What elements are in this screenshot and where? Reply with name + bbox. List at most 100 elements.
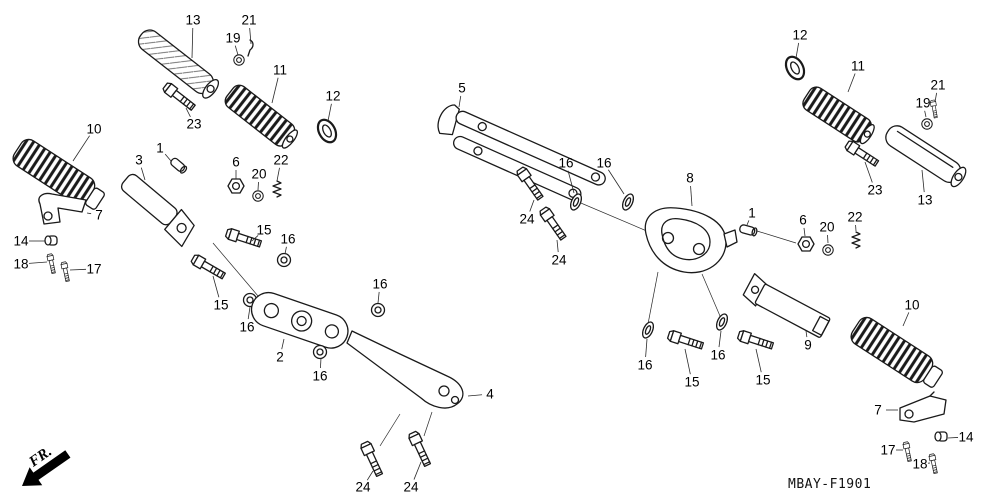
leader-line-15: [684, 348, 691, 375]
part-16-washer-mid-c: [639, 319, 657, 341]
part-18-screw-left: [46, 253, 57, 275]
leader-line-18: [28, 261, 48, 264]
leader-line-24: [529, 199, 535, 212]
part-16-washer-mid-b: [619, 191, 637, 213]
part-2-pivot-plate: [250, 291, 349, 349]
callout-20: 20: [819, 220, 834, 235]
leader-line-8: [690, 185, 693, 207]
part-13-footpeg-bar-right: [885, 125, 967, 188]
part-16-washer-left-a: [276, 252, 292, 268]
leader-line-16: [320, 357, 322, 369]
part-10-footrest-left: [12, 138, 105, 210]
part-1-pin-left: [168, 156, 189, 175]
part-11-rubber-peg-left: [224, 84, 299, 149]
leader-line-20: [257, 181, 259, 191]
callout-6: 6: [799, 213, 807, 228]
leader-line-15: [212, 275, 220, 298]
callout-16: 16: [280, 232, 295, 247]
leader-line-14: [947, 437, 959, 439]
leader-line-16: [247, 306, 251, 320]
leader-line-15: [755, 348, 762, 373]
part-9-peg-bar: [742, 273, 831, 338]
part-16-washer-left-c: [312, 344, 328, 360]
leader-line-15: [251, 235, 259, 242]
leader-line-9: [805, 330, 808, 338]
callout-17: 17: [880, 443, 895, 458]
part-11-rubber-peg-right: [802, 86, 875, 145]
callout-7: 7: [95, 208, 103, 223]
callout-22: 22: [273, 153, 288, 168]
leader-line-7: [86, 212, 92, 215]
callout-14: 14: [958, 430, 974, 445]
part-12-ring-left: [316, 118, 338, 144]
callout-15: 15: [755, 373, 770, 388]
callout-17: 17: [86, 262, 101, 277]
part-1-pin-mid: [738, 223, 759, 237]
part-10-footrest-right: [850, 316, 943, 388]
part-14-cap-right: [934, 431, 948, 442]
part-16-washer-mid-d: [713, 311, 731, 333]
part-17-screw-left: [60, 261, 71, 283]
leader-line-13: [921, 169, 925, 193]
callout-12: 12: [325, 89, 340, 104]
callout-8: 8: [686, 171, 694, 186]
part-15-bolt-mid-a: [666, 329, 705, 352]
leader-line-16: [608, 169, 625, 195]
callout-15: 15: [684, 375, 699, 390]
diagram-code: MBAY-F1901: [788, 477, 871, 492]
callout-13: 13: [917, 193, 932, 208]
callout-16: 16: [312, 369, 327, 384]
callout-24: 24: [519, 212, 535, 227]
part-7-bracket-right: [899, 391, 947, 423]
part-6-nut-left: [227, 178, 245, 194]
part-22-spring-mid: [851, 231, 861, 249]
callout-21: 21: [241, 13, 256, 28]
leader-line-12: [327, 103, 332, 122]
callout-10: 10: [86, 122, 101, 137]
callout-19: 19: [225, 31, 240, 46]
callout-16: 16: [596, 156, 611, 171]
leader-line-16: [377, 291, 380, 304]
part-7-bracket-left: [38, 192, 87, 225]
leader-line-20: [827, 234, 829, 244]
leader-line-21: [934, 92, 938, 103]
callout-16: 16: [372, 277, 387, 292]
leader-line-10: [902, 312, 910, 327]
leader-line-16: [567, 170, 575, 194]
callout-24: 24: [551, 253, 567, 268]
callout-18: 18: [13, 257, 28, 272]
leader-line-3: [140, 167, 146, 181]
callout-2: 2: [276, 350, 284, 365]
callout-9: 9: [804, 338, 812, 353]
leader-line-6: [803, 227, 806, 237]
leader-line-12: [795, 42, 800, 59]
callout-16: 16: [710, 348, 725, 363]
callout-3: 3: [135, 153, 143, 168]
leader-line-23: [185, 107, 191, 118]
callout-21: 21: [930, 78, 945, 93]
callout-18: 18: [912, 457, 927, 472]
leader-line-11: [847, 73, 856, 93]
part-15-bolt-mid-b: [736, 329, 775, 352]
leader-line-24: [556, 239, 559, 253]
callout-16: 16: [239, 320, 254, 335]
leader-line-23: [864, 161, 873, 183]
leader-line-4: [467, 394, 483, 397]
callout-1: 1: [748, 206, 756, 221]
part-22-spring-left: [272, 180, 282, 198]
leader-line-2: [281, 338, 285, 350]
leader-line-22: [276, 167, 280, 182]
part-6-nut-mid: [797, 236, 815, 252]
callout-4: 4: [486, 387, 494, 402]
callout-1: 1: [156, 141, 164, 156]
callout-24: 24: [355, 480, 371, 495]
leader-line-19: [234, 45, 239, 56]
callout-5: 5: [458, 81, 466, 96]
part-24-bolt-left-b: [406, 429, 434, 468]
leader-line-16: [718, 330, 722, 348]
part-24-bolt-mid-b: [537, 205, 569, 243]
part-17-screw-right: [902, 441, 913, 463]
leader-line-1: [746, 220, 750, 226]
